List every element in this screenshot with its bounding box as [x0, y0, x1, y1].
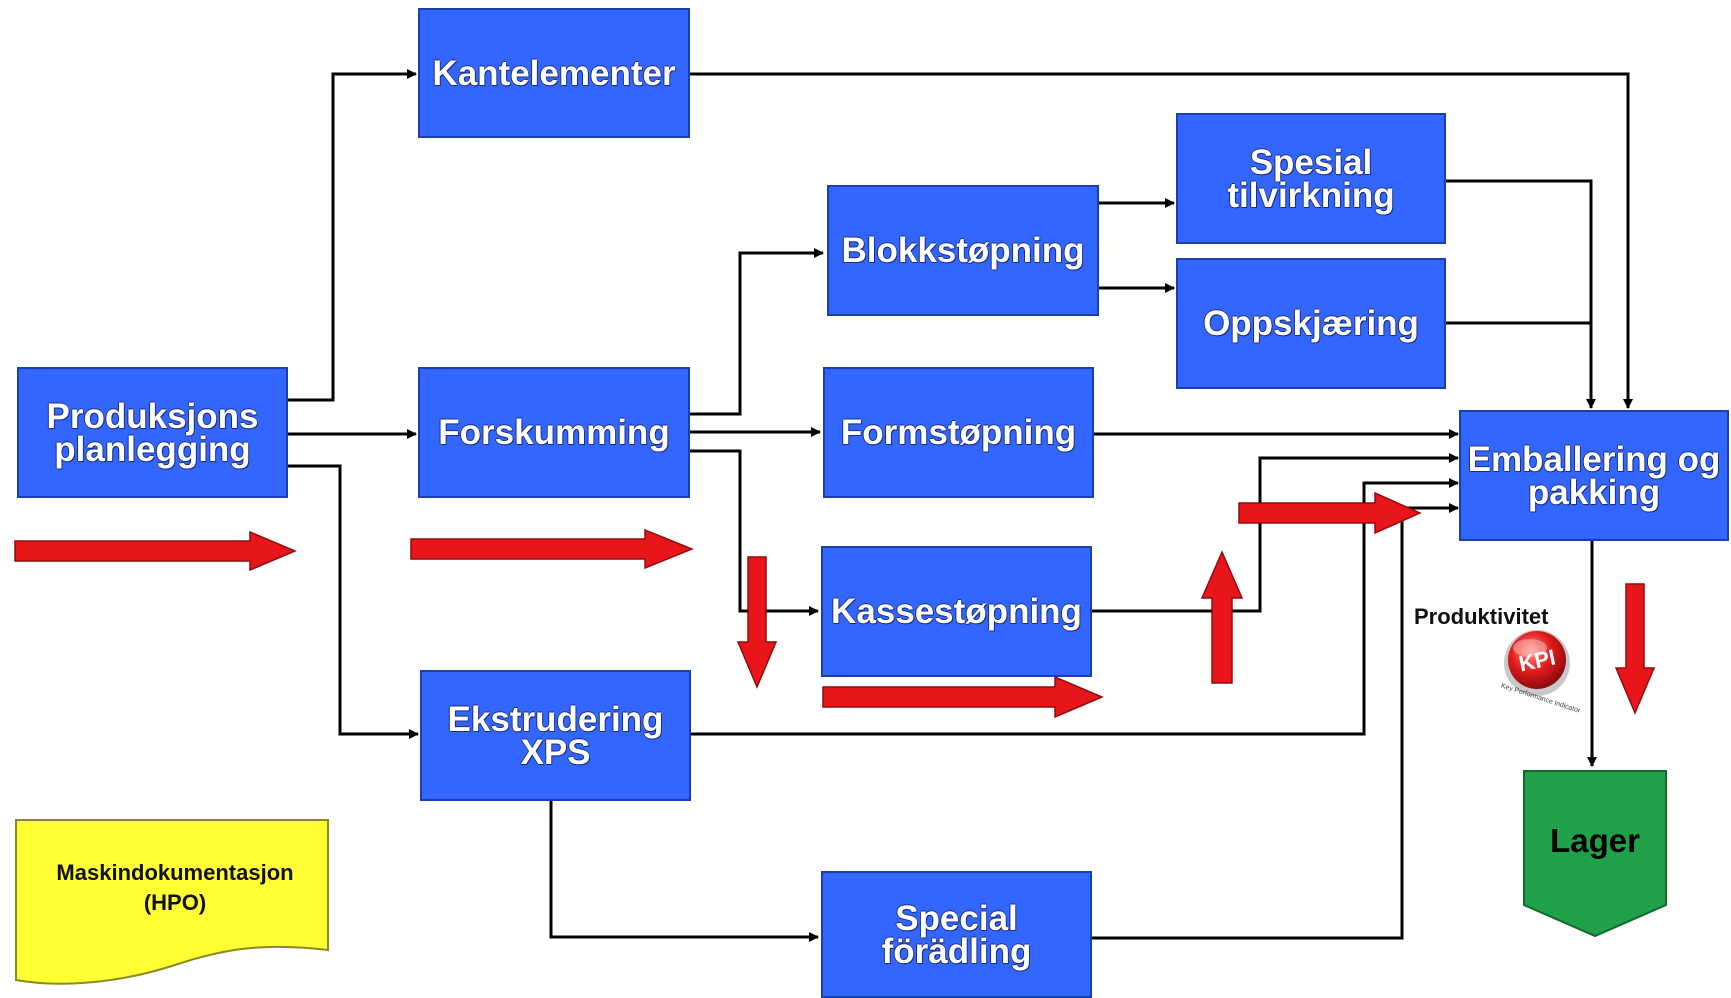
connector-kantelementer-emballering	[690, 72, 1633, 409]
box-special-foradling-label: Special förädling	[881, 898, 1032, 971]
box-forskumming: Forskumming	[418, 367, 690, 498]
box-special-foradling: Special förädling	[821, 871, 1092, 998]
box-ekstrudering-xps: Ekstrudering XPS	[420, 670, 691, 801]
lager-shape	[1523, 770, 1667, 938]
connector-spesial-emballering	[1446, 179, 1596, 409]
red-arrow-right-3	[822, 675, 1104, 719]
connector-planlegging-kantelementer	[288, 69, 417, 402]
connector-ekstrudering-emballering	[691, 478, 1459, 736]
connector-forskumming-kassestopning	[690, 449, 819, 616]
box-formstopning: Formstøpning	[823, 367, 1094, 498]
box-blokkstopning-label: Blokkstøpning	[841, 231, 1085, 270]
box-formstopning-label: Formstøpning	[840, 413, 1077, 452]
connector-ekstrudering-foradling	[549, 800, 819, 942]
connector-foradling-emballering	[1092, 503, 1459, 940]
kpi-label: Produktivitet	[1414, 604, 1549, 629]
connectors	[288, 69, 1633, 942]
red-arrow-right-4	[1238, 491, 1422, 535]
connector-forskumming-blokkstopning	[690, 248, 824, 416]
box-oppskjaering-label: Oppskjæring	[1203, 304, 1419, 343]
flow-arrows	[14, 491, 1656, 719]
red-arrow-right-2	[410, 528, 695, 570]
box-spesial-tilvirkning-label: Spesial tilvirkning	[1227, 142, 1395, 215]
connector-planlegging-ekstrudering	[288, 464, 419, 739]
document-shape	[15, 819, 329, 985]
box-produksjons-planlegging: Produksjons planlegging	[17, 367, 288, 498]
red-arrow-up-1	[1200, 550, 1244, 684]
box-emballering-pakking: Emballering og pakking	[1459, 410, 1729, 541]
red-arrow-down-2	[1614, 583, 1656, 715]
box-kassestopning: Kassestøpning	[821, 546, 1092, 677]
box-spesial-tilvirkning: Spesial tilvirkning	[1176, 113, 1446, 244]
lager-label: Lager	[1550, 822, 1640, 859]
box-forskumming-label: Forskumming	[438, 413, 670, 452]
red-arrow-right-1	[14, 530, 297, 572]
box-ekstrudering-xps-label: Ekstrudering XPS	[447, 699, 664, 772]
connector-kassestopning-emballering	[1092, 453, 1459, 613]
kpi-badge-icon: KPI Key Performance Indicator	[1500, 630, 1582, 715]
box-kassestopning-label: Kassestøpning	[831, 592, 1082, 631]
box-emballering-pakking-label: Emballering og pakking	[1467, 439, 1721, 512]
red-arrow-down-1	[736, 556, 778, 689]
box-kantelementer-label: Kantelementer	[432, 53, 676, 93]
document-label: Maskindokumentasjon (HPO)	[56, 860, 294, 915]
box-kantelementer: Kantelementer	[418, 8, 690, 138]
box-produksjons-planlegging-label: Produksjons planlegging	[46, 396, 259, 469]
box-blokkstopning: Blokkstøpning	[827, 185, 1099, 316]
box-oppskjaering: Oppskjæring	[1176, 258, 1446, 389]
